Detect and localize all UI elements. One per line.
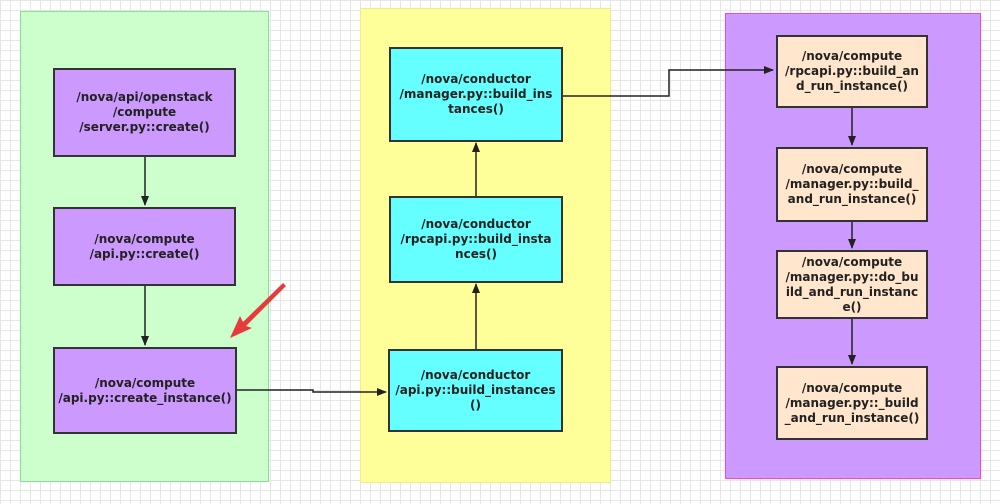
node-compute-manager-do-build-and-run[interactable]: /nova/compute /manager.py::do_bu ild_and… xyxy=(776,250,928,319)
node-conductor-rpcapi-build-instances[interactable]: /nova/conductor /rpcapi.py::build_insta … xyxy=(389,196,563,283)
edge-conductor-manager-to-compute-rpcapi xyxy=(563,66,774,97)
node-compute-manager-private-build-and-run[interactable]: /nova/compute /manager.py::_build _and_r… xyxy=(776,366,928,440)
node-compute-rpcapi-build-and-run[interactable]: /nova/compute /rpcapi.py::build_an d_run… xyxy=(776,35,928,108)
node-api-server-create[interactable]: /nova/api/openstack /compute /server.py:… xyxy=(53,68,236,157)
node-compute-api-create[interactable]: /nova/compute /api.py::create() xyxy=(53,207,236,286)
node-compute-api-create-instance[interactable]: /nova/compute /api.py::create_instance() xyxy=(53,347,237,434)
node-conductor-api-build-instances[interactable]: /nova/conductor /api.py::build_instances… xyxy=(388,349,563,432)
node-conductor-manager-build-instances[interactable]: /nova/conductor /manager.py::build_ins t… xyxy=(389,47,563,142)
edge-create-instance-to-conductor-api xyxy=(237,388,387,396)
pointer-arrow xyxy=(230,283,286,338)
node-compute-manager-build-and-run[interactable]: /nova/compute /manager.py::build_ and_ru… xyxy=(776,147,928,222)
